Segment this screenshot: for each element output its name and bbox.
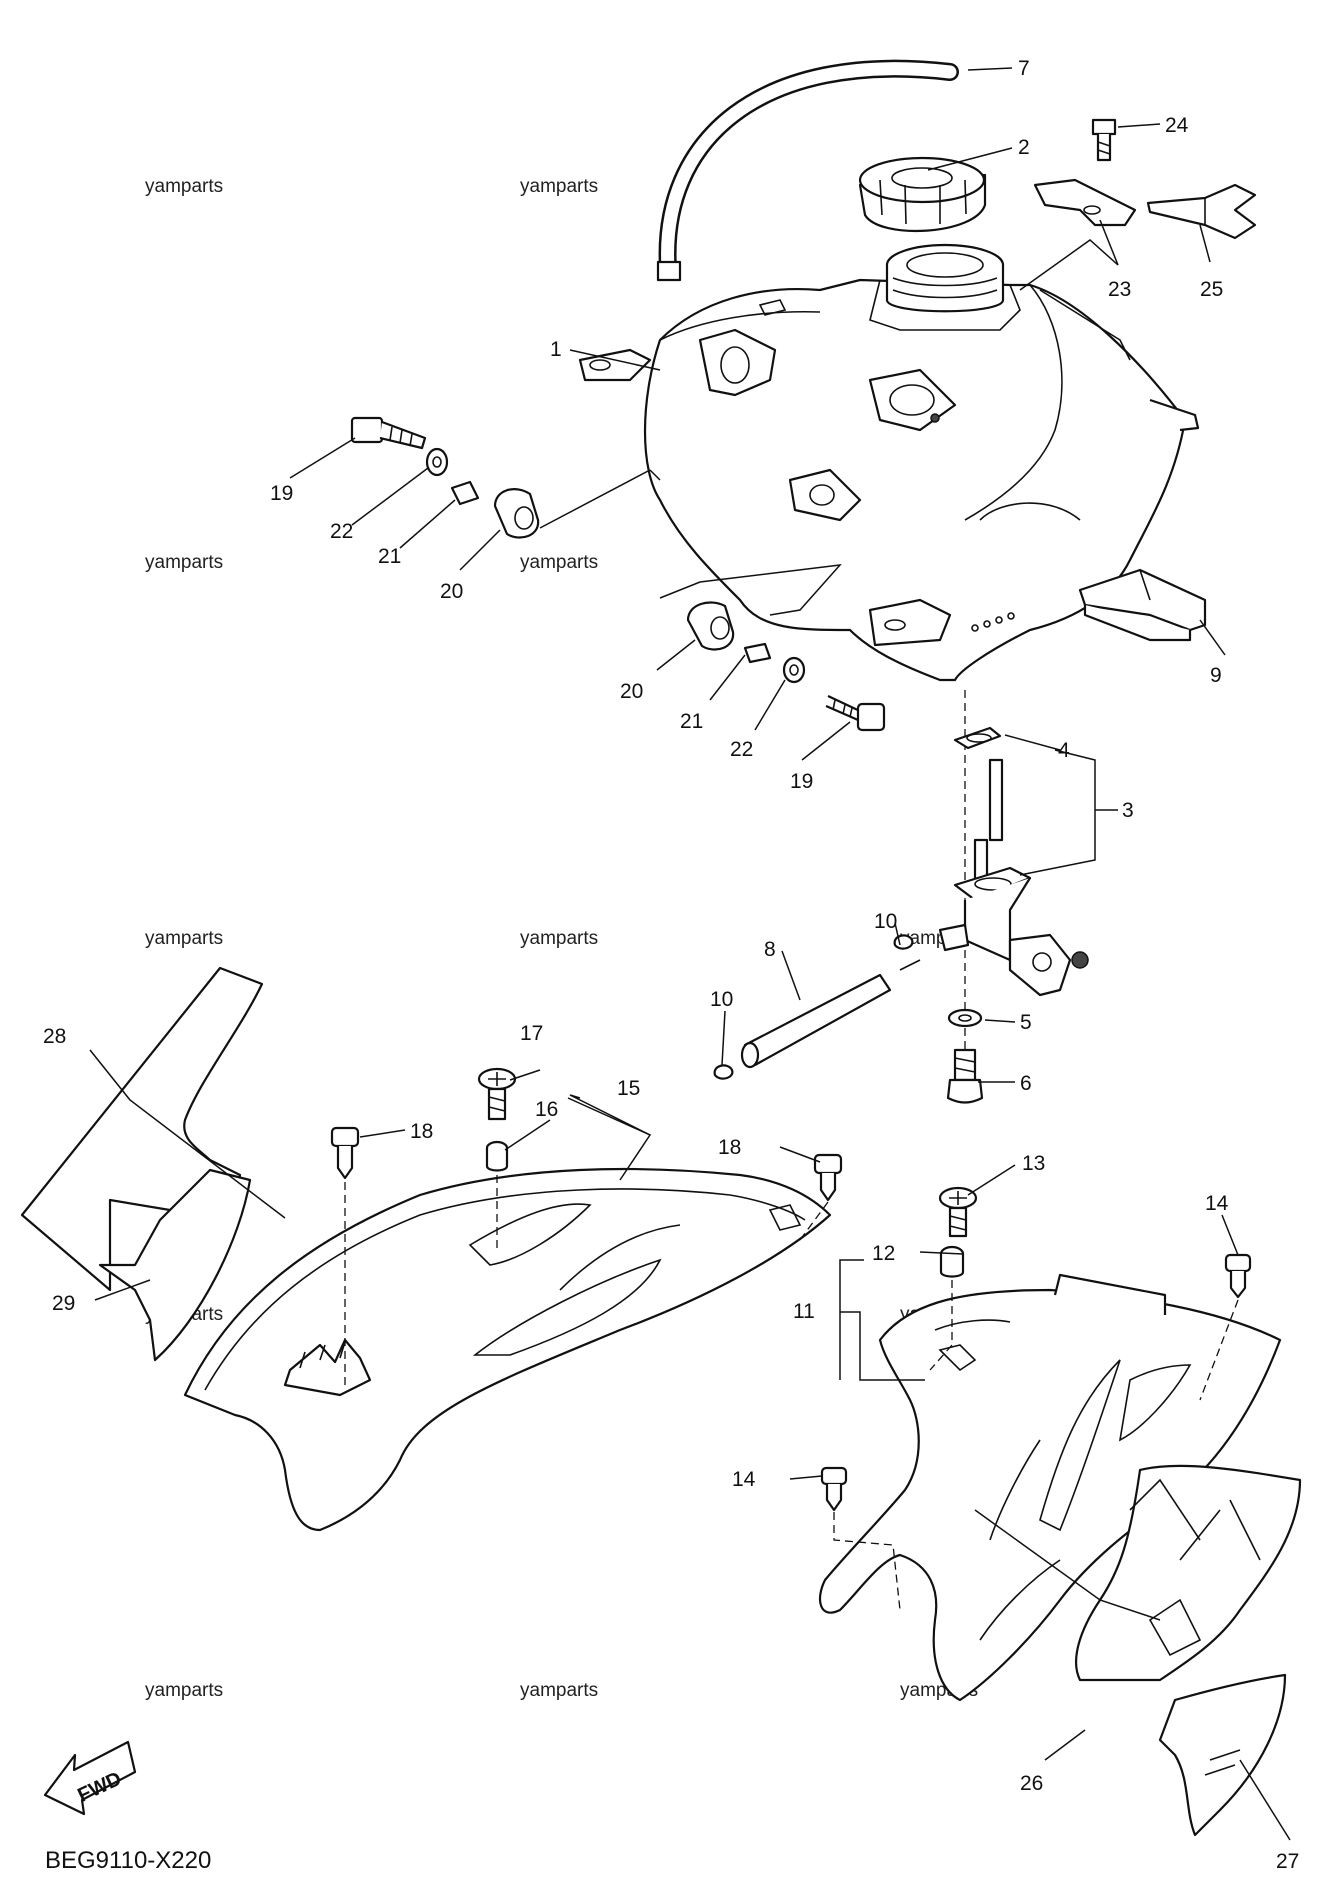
callout-10-upper: 10 <box>874 910 897 933</box>
part-14-fastener-lower <box>820 1466 848 1512</box>
part-24-screw <box>1091 118 1117 162</box>
watermark: yamparts <box>145 176 223 197</box>
mount-set-lower <box>659 564 886 732</box>
part-13-screw <box>938 1186 978 1238</box>
part-1-fuel-tank <box>578 243 1200 682</box>
part-5-washer <box>947 1008 983 1028</box>
part-21-collar <box>743 642 772 664</box>
part-18-fastener-right <box>813 1153 843 1202</box>
callout-5: 5 <box>1020 1011 1032 1034</box>
diagram-code: BEG9110-X220 <box>45 1847 211 1874</box>
callout-22-upper: 22 <box>330 520 353 543</box>
watermark: yamparts <box>520 928 598 949</box>
part-18-fastener-left <box>330 1126 360 1180</box>
callout-6: 6 <box>1020 1072 1032 1095</box>
part-21-collar <box>450 480 480 506</box>
part-8-fuel-hose <box>743 973 892 1067</box>
callout-25: 25 <box>1200 278 1223 301</box>
callout-2: 2 <box>1018 136 1030 159</box>
callout-1: 1 <box>550 338 562 361</box>
callout-4: 4 <box>1058 739 1070 762</box>
callout-19-lower: 19 <box>790 770 813 793</box>
callout-18-right: 18 <box>718 1136 741 1159</box>
part-6-bolt <box>953 1048 977 1082</box>
callout-10-lower: 10 <box>710 988 733 1011</box>
part-17-screw <box>477 1067 517 1121</box>
part-22-washer <box>782 656 806 684</box>
callout-18-left: 18 <box>410 1120 433 1143</box>
part-22-washer <box>425 447 449 477</box>
callout-27: 27 <box>1276 1850 1299 1873</box>
callout-14-lower: 14 <box>732 1468 756 1491</box>
callout-29: 29 <box>52 1292 75 1315</box>
watermark: yamparts <box>145 1680 223 1701</box>
part-2-fuel-cap <box>858 156 987 233</box>
part-27-graphic <box>1158 1673 1287 1837</box>
leader-lines <box>89 67 1291 1841</box>
watermark: yamparts <box>520 1680 598 1701</box>
callout-13: 13 <box>1022 1152 1045 1175</box>
part-19-bolt-head <box>350 416 384 444</box>
part-10-clip-lower <box>713 1064 734 1080</box>
part-3-fuel-cock <box>713 690 1089 1104</box>
callout-20-upper: 20 <box>440 580 463 603</box>
callout-17: 17 <box>520 1022 543 1045</box>
callout-21-upper: 21 <box>378 545 401 568</box>
part-19-bolt-head <box>856 702 886 732</box>
part-11-side-cover <box>818 1273 1282 1702</box>
callout-9: 9 <box>1210 664 1222 687</box>
part-9-protector <box>1078 568 1207 642</box>
callout-16: 16 <box>535 1098 558 1121</box>
part-12-collar <box>939 1245 965 1278</box>
part-29-graphic <box>98 1168 252 1362</box>
callout-24: 24 <box>1165 114 1189 137</box>
watermark: yamparts <box>520 552 598 573</box>
part-7-breather-hose <box>656 59 959 282</box>
callout-15: 15 <box>617 1077 640 1100</box>
watermark: yamparts <box>520 176 598 197</box>
callout-11: 11 <box>793 1300 815 1323</box>
callout-14-upper: 14 <box>1205 1192 1229 1215</box>
watermark: yamparts <box>145 928 223 949</box>
callout-7: 7 <box>1018 57 1030 80</box>
callout-19-upper: 19 <box>270 482 293 505</box>
callout-8: 8 <box>764 938 776 961</box>
callout-3: 3 <box>1122 799 1134 822</box>
mount-set-upper <box>350 416 661 539</box>
part-26-graphic <box>1075 1464 1302 1682</box>
callout-21-lower: 21 <box>680 710 703 733</box>
part-10-clip-upper <box>893 934 914 950</box>
callout-28: 28 <box>43 1025 66 1048</box>
part-25-clip <box>1146 183 1257 240</box>
part-4-gasket <box>953 726 1002 750</box>
part-23-bracket <box>1033 178 1137 227</box>
callout-22-lower: 22 <box>730 738 753 761</box>
fwd-arrow: FWD <box>43 1740 137 1816</box>
part-14-fastener-upper <box>1224 1253 1252 1299</box>
callout-labels: 7 2 24 23 25 1 19 22 21 20 20 21 22 19 9… <box>43 57 1299 1873</box>
part-15-side-cover <box>183 1167 832 1532</box>
callout-26: 26 <box>1020 1772 1043 1795</box>
watermark: yamparts <box>145 552 223 573</box>
callout-12: 12 <box>872 1242 895 1265</box>
callout-23: 23 <box>1108 278 1131 301</box>
callout-20-lower: 20 <box>620 680 643 703</box>
part-16-collar <box>485 1140 509 1172</box>
